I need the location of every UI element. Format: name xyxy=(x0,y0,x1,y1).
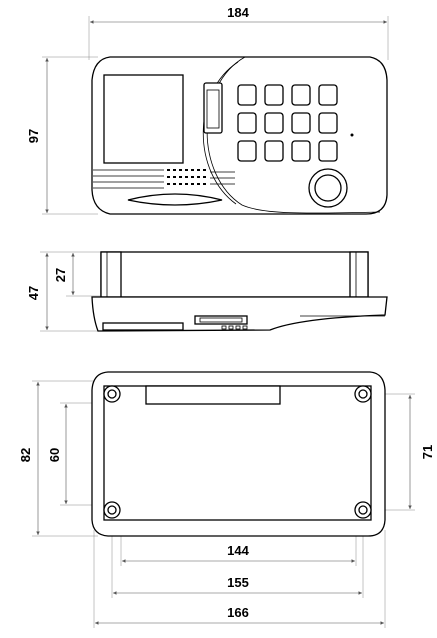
side-latch xyxy=(194,315,248,325)
bottom-inner-panel xyxy=(103,385,372,521)
card-slot xyxy=(203,82,223,134)
key xyxy=(291,112,311,134)
side-bottom-slot xyxy=(102,322,184,331)
bottom-hole-vertical-label: 71 xyxy=(420,445,435,459)
bottom-inner-width-label: 144 xyxy=(227,543,249,558)
key xyxy=(237,140,257,162)
keypad xyxy=(237,84,338,162)
handle-slot xyxy=(127,193,223,206)
mounting-hole-bottom-left xyxy=(103,501,121,519)
key xyxy=(318,112,338,134)
side-left-mount xyxy=(100,251,122,298)
mounting-hole-bottom-right xyxy=(354,501,372,519)
key xyxy=(237,84,257,106)
mounting-hole-top-right xyxy=(354,385,372,403)
bottom-outer-height-label: 82 xyxy=(18,448,33,462)
mounting-hole-top-left xyxy=(103,385,121,403)
bottom-label-recess xyxy=(145,385,281,405)
side-body xyxy=(100,251,369,298)
side-right-mount xyxy=(349,251,369,298)
vent-lines xyxy=(93,169,235,189)
bottom-outer-width-label: 166 xyxy=(227,605,249,620)
bottom-inner-height-label: 60 xyxy=(47,448,62,462)
key xyxy=(318,84,338,106)
side-body-height-label: 27 xyxy=(53,268,68,282)
key xyxy=(264,84,284,106)
key xyxy=(318,140,338,162)
bottom-hole-horizontal-label: 155 xyxy=(227,575,249,590)
bottom-view: 82 60 71 144 155 166 xyxy=(18,371,435,628)
round-sensor-inner xyxy=(314,174,342,202)
key xyxy=(291,140,311,162)
key xyxy=(264,140,284,162)
top-width-label: 184 xyxy=(227,5,249,20)
speaker-grille xyxy=(167,169,206,185)
key xyxy=(291,84,311,106)
top-view: 184 97 xyxy=(26,5,389,215)
indicator-led xyxy=(350,133,354,137)
key xyxy=(237,112,257,134)
key xyxy=(264,112,284,134)
side-vent-holes xyxy=(221,325,248,330)
top-height-label: 97 xyxy=(26,129,41,143)
lcd-screen xyxy=(103,74,184,164)
side-view: 47 27 xyxy=(26,251,388,332)
side-total-height-label: 47 xyxy=(26,286,41,300)
